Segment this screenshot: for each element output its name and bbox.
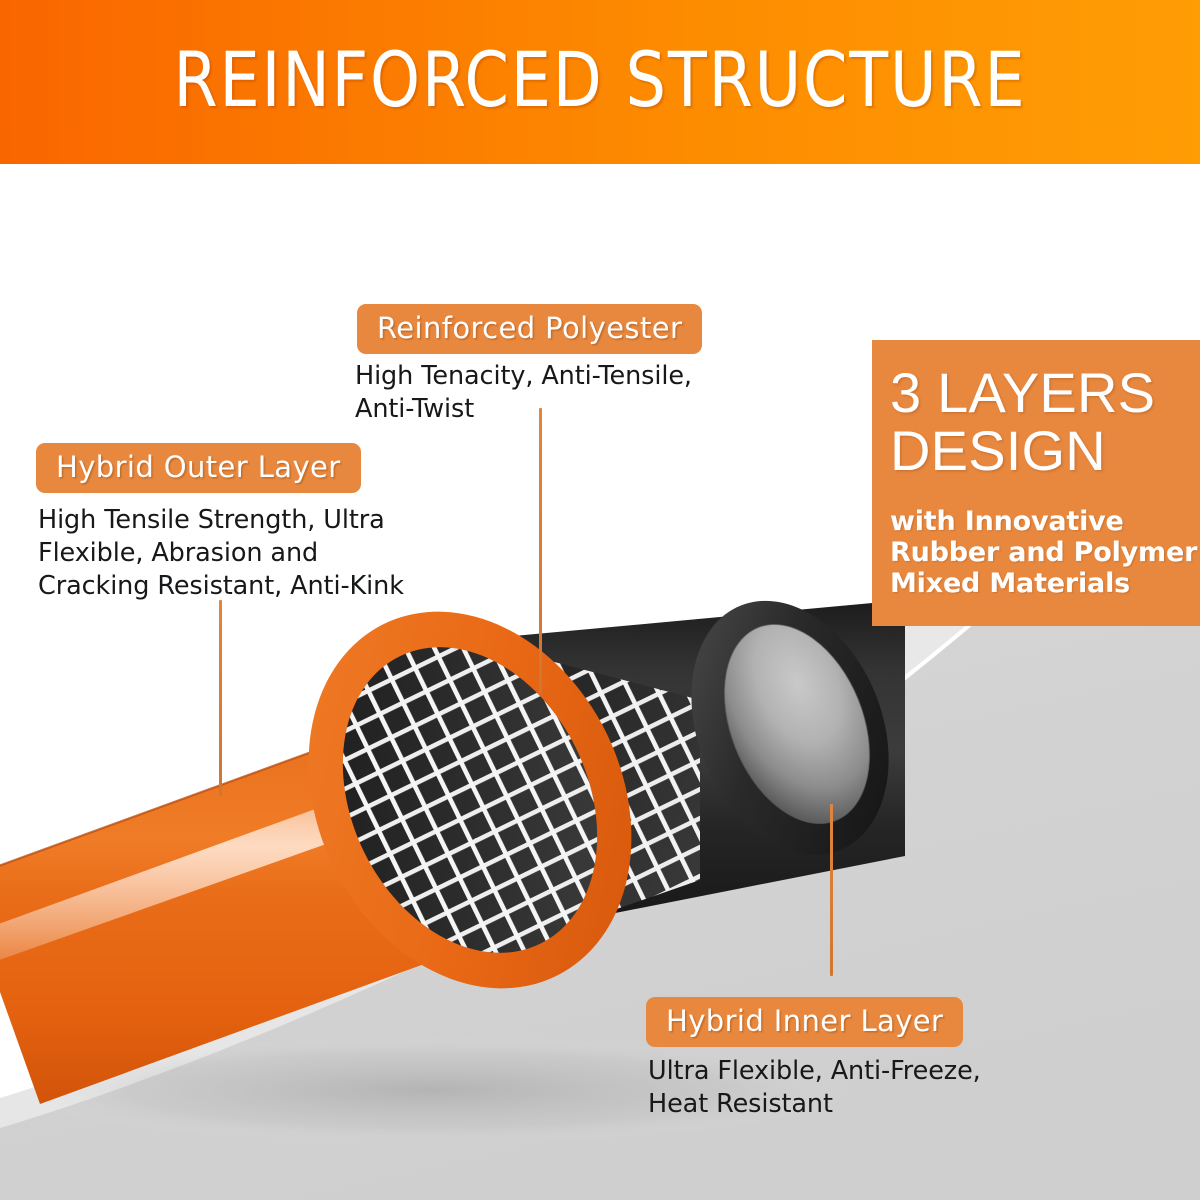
hose-shadow — [0, 1036, 860, 1144]
leader-line-polyester — [539, 408, 542, 694]
three-layers-design-panel: 3 LAYERS DESIGN with Innovative Rubber a… — [872, 340, 1200, 626]
callout-description-polyester: High Tenacity, Anti-Tensile, Anti-Twist — [355, 361, 692, 424]
callout-pill-inner-layer: Hybrid Inner Layer — [646, 997, 964, 1047]
callout-pill-outer-layer: Hybrid Outer Layer — [36, 443, 361, 493]
callout-description-inner-layer: Ultra Flexible, Anti-Freeze, Heat Resist… — [648, 1056, 981, 1119]
callout-label-polyester: Reinforced Polyester — [377, 311, 683, 345]
page-title: REINFORCED STRUCTURE — [173, 35, 1027, 124]
tube-inner-bore — [724, 624, 870, 824]
callout-label-inner-layer: Hybrid Inner Layer — [666, 1004, 944, 1038]
leader-line-outer-layer — [219, 600, 222, 796]
callout-description-outer-layer: High Tensile Strength, Ultra Flexible, A… — [38, 505, 404, 601]
callout-pill-polyester: Reinforced Polyester — [357, 304, 703, 354]
leader-line-inner-layer — [830, 804, 833, 976]
header-banner — [0, 0, 1200, 164]
panel-subtitle: with Innovative Rubber and Polymer Mixed… — [890, 506, 1198, 599]
callout-label-outer-layer: Hybrid Outer Layer — [56, 450, 341, 484]
panel-title: 3 LAYERS DESIGN — [890, 361, 1156, 482]
hose-tube-end-face — [691, 600, 889, 856]
